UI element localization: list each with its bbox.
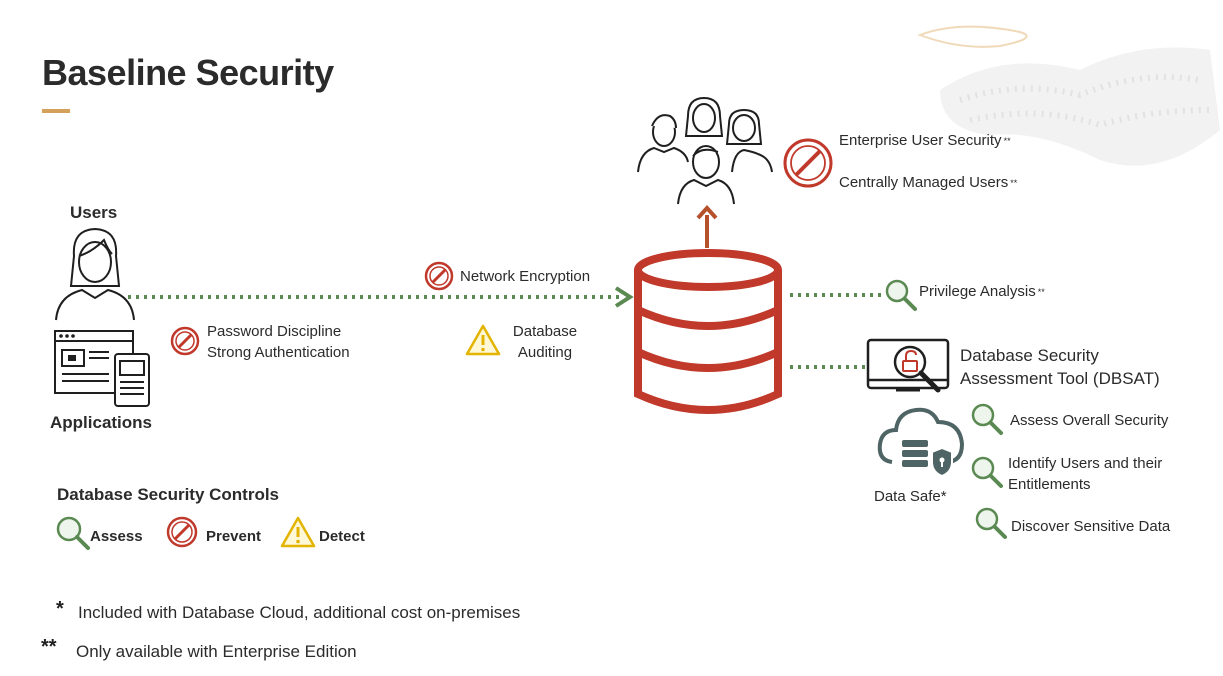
assess-icon: [56, 516, 90, 550]
enterprise-edition-mark: **: [1003, 136, 1011, 146]
legend-assess-label: Assess: [90, 528, 143, 545]
legend-title: Database Security Controls: [57, 485, 280, 504]
footnote-double-mark: **: [41, 636, 57, 658]
prevent-icon: [170, 326, 200, 356]
prevent-icon: [166, 516, 198, 548]
assess-icon: [971, 456, 1003, 488]
database-auditing-line1: Database: [512, 323, 578, 340]
identify-users-label-line1: Identify Users and their: [1008, 455, 1163, 472]
footnote-single-mark: *: [56, 598, 64, 620]
enterprise-user-security-label: Enterprise User Security**: [839, 131, 1011, 151]
prevent-icon: [783, 138, 833, 188]
database-icon: [634, 249, 782, 414]
legend-prevent-label: Prevent: [206, 528, 262, 545]
applications-label: Applications: [50, 413, 153, 432]
user-group-icon: [637, 96, 773, 205]
legend-detect-label: Detect: [319, 528, 365, 545]
detect-icon: [465, 324, 501, 356]
assess-overall-security-label: Assess Overall Security: [1010, 412, 1169, 429]
identify-users-label-line2: Entitlements: [1008, 476, 1091, 493]
password-discipline-label: Password Discipline: [207, 323, 342, 340]
dbsat-monitor-icon: [866, 338, 950, 393]
privilege-analysis-label: Privilege Analysis**: [919, 282, 1045, 302]
centrally-managed-users-label: Centrally Managed Users**: [839, 173, 1017, 193]
assess-icon: [971, 403, 1003, 435]
data-safe-label: Data Safe*: [874, 488, 947, 505]
privilege-analysis-text: Privilege Analysis: [919, 283, 1036, 300]
dbsat-label-line1: Database Security: [960, 346, 1099, 365]
footnote-double-text: Only available with Enterprise Edition: [76, 642, 357, 661]
page-title: Baseline Security: [42, 52, 334, 93]
users-label: Users: [70, 203, 118, 222]
strong-authentication-label: Strong Authentication: [207, 344, 350, 361]
dbsat-label-line2: Assessment Tool (DBSAT): [960, 369, 1160, 388]
footnote-single-text: Included with Database Cloud, additional…: [78, 603, 521, 622]
user-icon: [55, 227, 135, 321]
assess-icon: [885, 279, 917, 311]
centrally-managed-users-text: Centrally Managed Users: [839, 174, 1009, 191]
enterprise-edition-mark: **: [1037, 287, 1045, 297]
application-icon: [54, 330, 150, 407]
database-auditing-line2: Auditing: [517, 344, 573, 361]
detect-icon: [280, 516, 316, 548]
network-encryption-label: Network Encryption: [460, 268, 591, 285]
decorative-texture: [917, 25, 1220, 166]
title-underline: [42, 109, 70, 113]
assess-icon: [975, 507, 1007, 539]
discover-sensitive-data-label: Discover Sensitive Data: [1011, 518, 1171, 535]
enterprise-user-security-text: Enterprise User Security: [839, 132, 1002, 149]
data-safe-cloud-icon: [877, 407, 965, 478]
enterprise-edition-mark: **: [1010, 178, 1018, 188]
prevent-icon: [424, 261, 454, 291]
